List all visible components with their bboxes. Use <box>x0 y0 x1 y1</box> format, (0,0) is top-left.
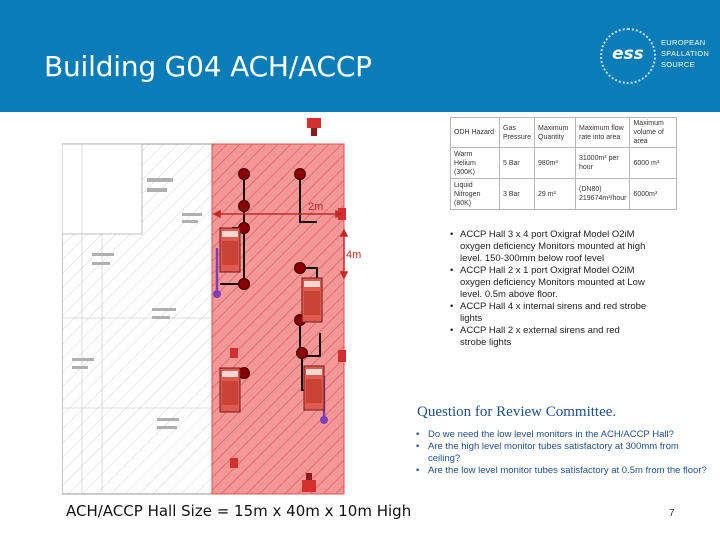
list-item: ACCP Hall 2 x 1 port Oxigraf Model O2iM … <box>438 265 648 301</box>
dimension-2m-label: 2m <box>308 201 323 213</box>
page-number: 7 <box>669 508 675 519</box>
dimension-4m-label: 4m <box>346 249 361 261</box>
table-header-cell: Maximum volume of area <box>629 117 678 148</box>
side-room <box>62 143 143 235</box>
monitor-bullet-list: ACCP Hall 3 x 4 port Oxigraf Model O2iM … <box>438 229 648 349</box>
sampling-point <box>294 168 306 180</box>
table-row: Warm Helium (300K) 5 Bar 980m³ 31000m³ p… <box>450 147 678 179</box>
list-item: ACCP Hall 3 x 4 port Oxigraf Model O2iM … <box>438 229 648 265</box>
external-siren-icon <box>302 473 316 492</box>
low-level-sensor-icon <box>320 416 328 424</box>
external-siren-icon <box>307 118 321 136</box>
table-row: Liquid Nitrogen (80K) 3 Bar 29 m³ (DN80)… <box>450 178 678 210</box>
questions-heading: Question for Review Committee. <box>417 404 617 420</box>
siren-icon <box>230 348 238 358</box>
questions-list: Do we need the low level monitors in the… <box>412 429 712 477</box>
list-item: ACCP Hall 2 x external sirens and red st… <box>438 325 648 349</box>
floor-plan: 2m 4m <box>62 118 361 495</box>
oxygen-monitor-icon <box>219 227 241 273</box>
sampling-point <box>238 278 250 290</box>
oxygen-monitor-panels <box>219 227 325 413</box>
ess-logo-ring <box>600 28 656 84</box>
list-item: Do we need the low level monitors in the… <box>412 429 712 441</box>
ess-logo-text: EUROPEAN SPALLATION SOURCE <box>661 37 709 70</box>
ess-logo-mark: ess <box>612 44 644 64</box>
dimension-2m-arrow <box>212 209 344 219</box>
sampling-points <box>238 168 308 379</box>
table-header-cell: Maximum Quantity <box>534 117 576 148</box>
table-cell: 3 Bar <box>499 178 535 210</box>
siren-icon <box>338 350 346 362</box>
table-cell: 29 m³ <box>534 178 576 210</box>
drawing-grid <box>62 144 212 494</box>
sampling-point <box>238 200 250 212</box>
oxygen-monitor-icon <box>219 367 241 413</box>
list-item: Are the low level monitor tubes satisfac… <box>412 465 712 477</box>
table-cell: Warm Helium (300K) <box>450 147 500 179</box>
logo-line: EUROPEAN <box>661 38 706 47</box>
table-header-cell: Maximum flow rate into area <box>574 117 631 148</box>
odh-hazard-table: ODH Hazard Gas Pressure Maximum Quantity… <box>450 117 678 210</box>
list-item: ACCP Hall 4 x internal sirens and red st… <box>438 301 648 325</box>
dimension-4m-arrow <box>339 228 349 280</box>
sampling-point <box>238 168 250 180</box>
logo-line: SOURCE <box>661 60 695 69</box>
odh-zone-hatch <box>212 144 344 494</box>
table-cell: 6000m³ <box>629 178 678 210</box>
oxygen-monitor-icon <box>303 365 325 411</box>
low-level-sensor-icon <box>213 290 221 298</box>
table-cell: 31000m³ per hour <box>574 147 631 179</box>
logo-line: SPALLATION <box>661 49 710 58</box>
header-banner: Building G04 ACH/ACCP ess EUROPEAN SPALL… <box>0 0 720 112</box>
table-cell: 5 Bar <box>499 147 535 179</box>
siren-icon <box>230 458 238 468</box>
table-header-cell: ODH Hazard <box>450 117 500 148</box>
table-header-row: ODH Hazard Gas Pressure Maximum Quantity… <box>450 117 678 148</box>
list-item: Are the high level monitor tubes satisfa… <box>412 441 712 465</box>
table-cell: 6000 m³ <box>629 147 678 179</box>
sampling-point <box>294 262 306 274</box>
drawing-annotations <box>72 178 202 429</box>
table-cell: Liquid Nitrogen (80K) <box>450 178 500 210</box>
table-cell: (DN80) 219674m³/hour <box>574 178 631 210</box>
table-cell: 980m³ <box>534 147 576 179</box>
sampling-point <box>296 347 308 359</box>
slide-title: Building G04 ACH/ACCP <box>44 50 372 83</box>
hall-size-caption: ACH/ACCP Hall Size = 15m x 40m x 10m Hig… <box>66 502 412 520</box>
oxygen-monitor-icon <box>301 277 323 323</box>
table-header-cell: Gas Pressure <box>499 117 535 148</box>
